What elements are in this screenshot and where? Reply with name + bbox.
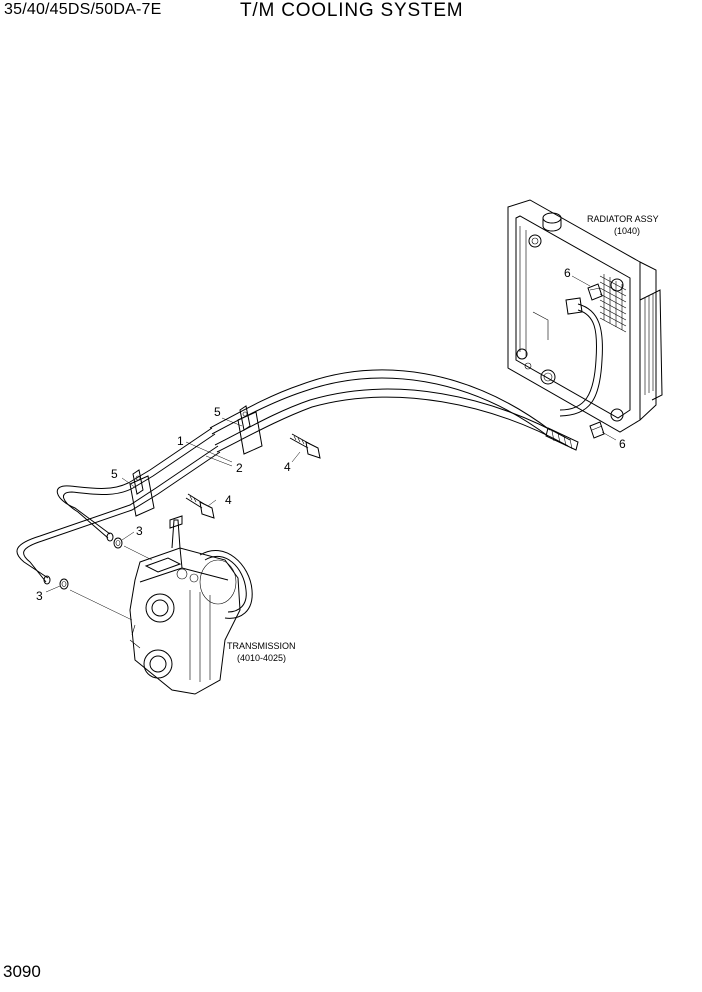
callout-5-lower: 5 [111,467,118,481]
callout-3-upper: 3 [136,524,143,538]
leader-lines [45,275,617,621]
page-number: 3090 [3,962,41,981]
callout-1: 1 [177,434,184,448]
callout-4-lower: 4 [225,493,232,507]
bolt-lower [185,493,215,519]
transmission-housing [129,515,253,695]
callout-4-upper: 4 [284,460,291,474]
connector-upper [113,537,123,549]
page-title: T/M COOLING SYSTEM [240,0,464,21]
callout-6-lower: 6 [619,437,626,451]
callout-6-upper: 6 [564,266,571,280]
callout-3-lower: 3 [36,589,43,603]
cooling-pipes [16,427,221,585]
pipe-clamp-upper [237,405,263,455]
bolt-upper [289,433,321,459]
connector-lower [59,578,69,590]
transmission-label: TRANSMISSION [227,641,296,651]
callout-2: 2 [236,461,243,475]
radiator-label: RADIATOR ASSY [587,214,659,224]
callout-5-upper: 5 [214,405,221,419]
fitting-lower [589,421,605,439]
cooling-hoses [209,297,603,453]
radiator-assembly [507,199,663,433]
fitting-upper [587,283,603,301]
model-code: 35/40/45DS/50DA-7E [4,1,162,18]
pipe-clamp-lower [129,469,155,517]
radiator-ref: (1040) [614,226,640,236]
transmission-ref: (4010-4025) [237,653,286,663]
